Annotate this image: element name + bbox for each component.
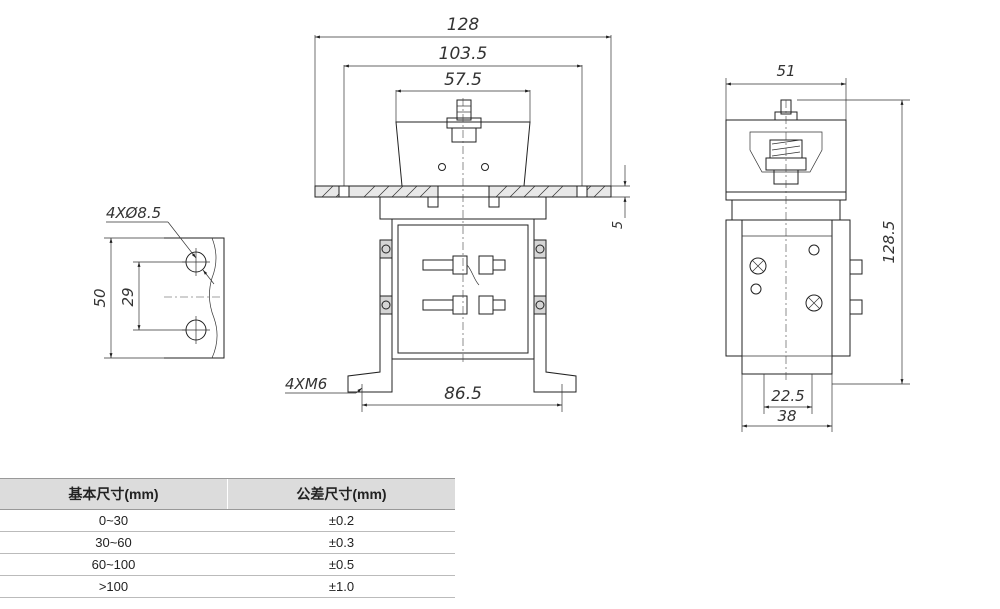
table-row: 30~60 ±0.3 (0, 531, 455, 554)
dim-foot-inner: 22.5 (771, 387, 804, 405)
table-header-row: 基本尺寸(mm) 公差尺寸(mm) (0, 478, 455, 510)
dim-flange-span: 103.5 (439, 44, 488, 64)
dim-base-span: 86.5 (444, 384, 482, 404)
size-range-cell: 0~30 (0, 509, 228, 532)
dim-slot-length: 50 (91, 288, 109, 307)
header-tolerance: 公差尺寸(mm) (227, 478, 455, 510)
table-row: 60~100 ±0.5 (0, 553, 455, 576)
dim-side-width: 51 (776, 62, 795, 80)
thread-spec-label: 4XM6 (285, 375, 327, 393)
tolerance-cell: ±0.2 (227, 509, 455, 532)
tolerance-cell: ±0.3 (227, 531, 455, 554)
dim-foot-outer: 38 (777, 407, 796, 425)
table-row: 0~30 ±0.2 (0, 509, 455, 532)
slot-detail-view: 50 29 4XØ8.5 (91, 204, 225, 359)
front-view: 128 103.5 57.5 (285, 15, 630, 412)
dim-hole-pitch: 29 (119, 287, 137, 306)
header-basic-size: 基本尺寸(mm) (0, 478, 228, 510)
dim-flange-thickness: 5 (611, 221, 626, 229)
hole-spec-label: 4XØ8.5 (106, 204, 161, 222)
dim-height: 128.5 (880, 221, 898, 264)
size-range-cell: 60~100 (0, 553, 228, 576)
side-view: 51 128.5 (725, 62, 910, 432)
tolerance-cell: ±1.0 (227, 575, 455, 598)
tolerance-cell: ±0.5 (227, 553, 455, 576)
dim-cap-width: 57.5 (444, 70, 482, 90)
dim-top-width: 128 (447, 15, 480, 35)
tolerance-table: 基本尺寸(mm) 公差尺寸(mm) 0~30 ±0.2 30~60 ±0.3 6… (0, 478, 455, 598)
size-range-cell: >100 (0, 575, 228, 598)
size-range-cell: 30~60 (0, 531, 228, 554)
technical-drawing: 128 103.5 57.5 (91, 15, 910, 432)
table-row: >100 ±1.0 (0, 575, 455, 598)
